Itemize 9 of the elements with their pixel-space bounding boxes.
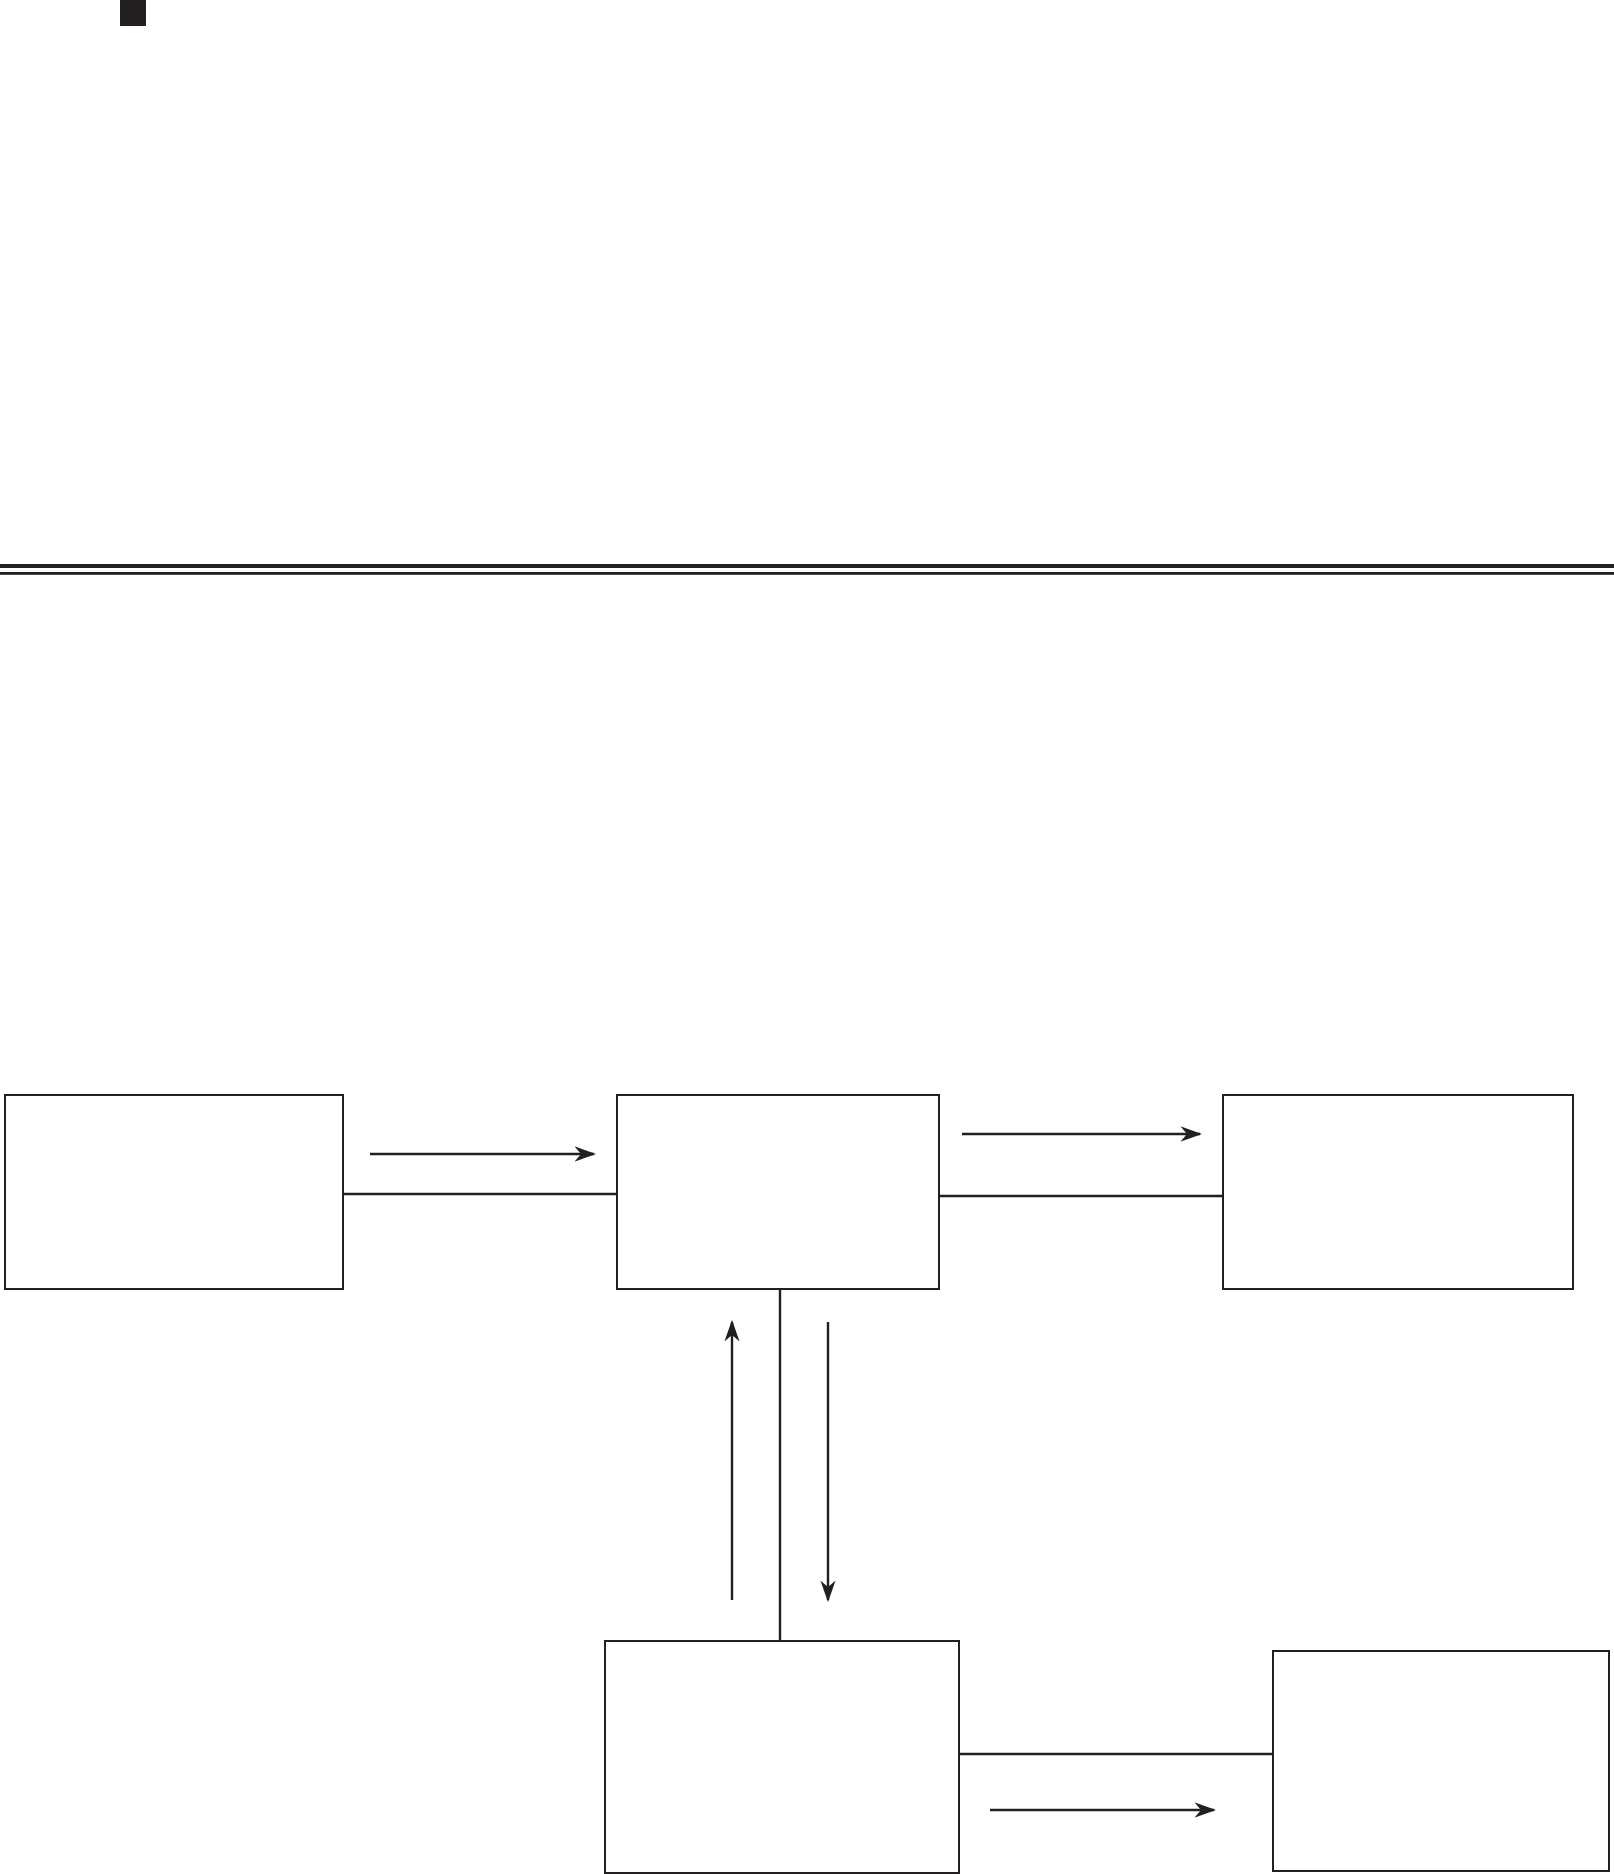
empty-box	[604, 1640, 960, 1874]
empty-box	[1272, 1650, 1610, 1872]
empty-box	[616, 1094, 940, 1290]
connector-line	[960, 1752, 1272, 1756]
connector-line	[778, 1290, 782, 1640]
connector-line	[344, 1192, 616, 1196]
empty-box	[1222, 1094, 1574, 1290]
empty-box	[4, 1094, 344, 1290]
connector-line	[940, 1194, 1222, 1198]
